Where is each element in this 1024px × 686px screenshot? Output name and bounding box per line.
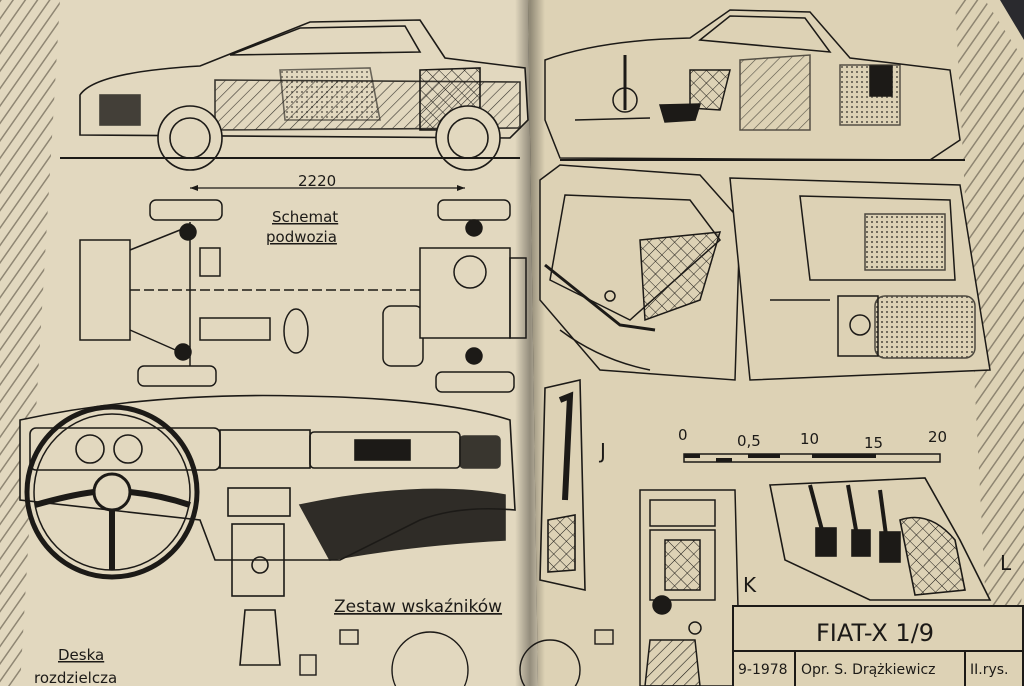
view-label-l: L [1000, 551, 1012, 575]
title-block-author: Opr. S. Drążkiewicz [801, 662, 936, 678]
steering-wheel [24, 404, 200, 580]
scale-tick-0: 0 [678, 426, 688, 444]
scale-tick-1: 0,5 [737, 432, 761, 450]
pedals-view-l [769, 477, 992, 601]
wheelbase-dimension: 2220 [190, 172, 465, 191]
interior-top-view [729, 177, 991, 381]
chassis-diagram [79, 199, 527, 393]
side-cutaway-car-right [544, 9, 965, 161]
gauges-bottom [299, 629, 614, 686]
title-block: FIAT-X 1/9 9-1978 Opr. S. Drążkiewicz II… [732, 605, 1024, 686]
title-block-sheet: II.rys. [970, 662, 1009, 678]
gear-lever-view-j [539, 379, 586, 592]
left-border [0, 0, 60, 686]
chassis-title-line1: Schemat [272, 208, 338, 226]
chassis-title: Schemat podwozia [266, 208, 338, 246]
title-block-model: FIAT-X 1/9 [816, 619, 934, 647]
gauges-title: Zestaw wskaźników [334, 597, 502, 617]
dashboard-title-line1: Deska [58, 646, 104, 664]
view-label-j: J [598, 439, 606, 463]
wheelbase-label: 2220 [298, 172, 336, 190]
dashboard-title-line2: rozdzielcza [34, 669, 117, 686]
front-trunk-view [539, 164, 741, 381]
side-cutaway-car-left [60, 19, 529, 171]
scale-bar: 0 0,5 10 15 20 [678, 426, 947, 463]
scale-tick-3: 15 [864, 434, 883, 452]
dashboard-drawing [19, 394, 516, 666]
right-border [955, 0, 1024, 686]
console-view-k [639, 489, 741, 686]
chassis-title-line2: podwozia [266, 228, 337, 246]
scale-tick-4: 20 [928, 428, 947, 446]
view-label-k: K [743, 573, 757, 597]
title-block-date: 9-1978 [738, 662, 788, 678]
scale-tick-2: 10 [800, 430, 819, 448]
